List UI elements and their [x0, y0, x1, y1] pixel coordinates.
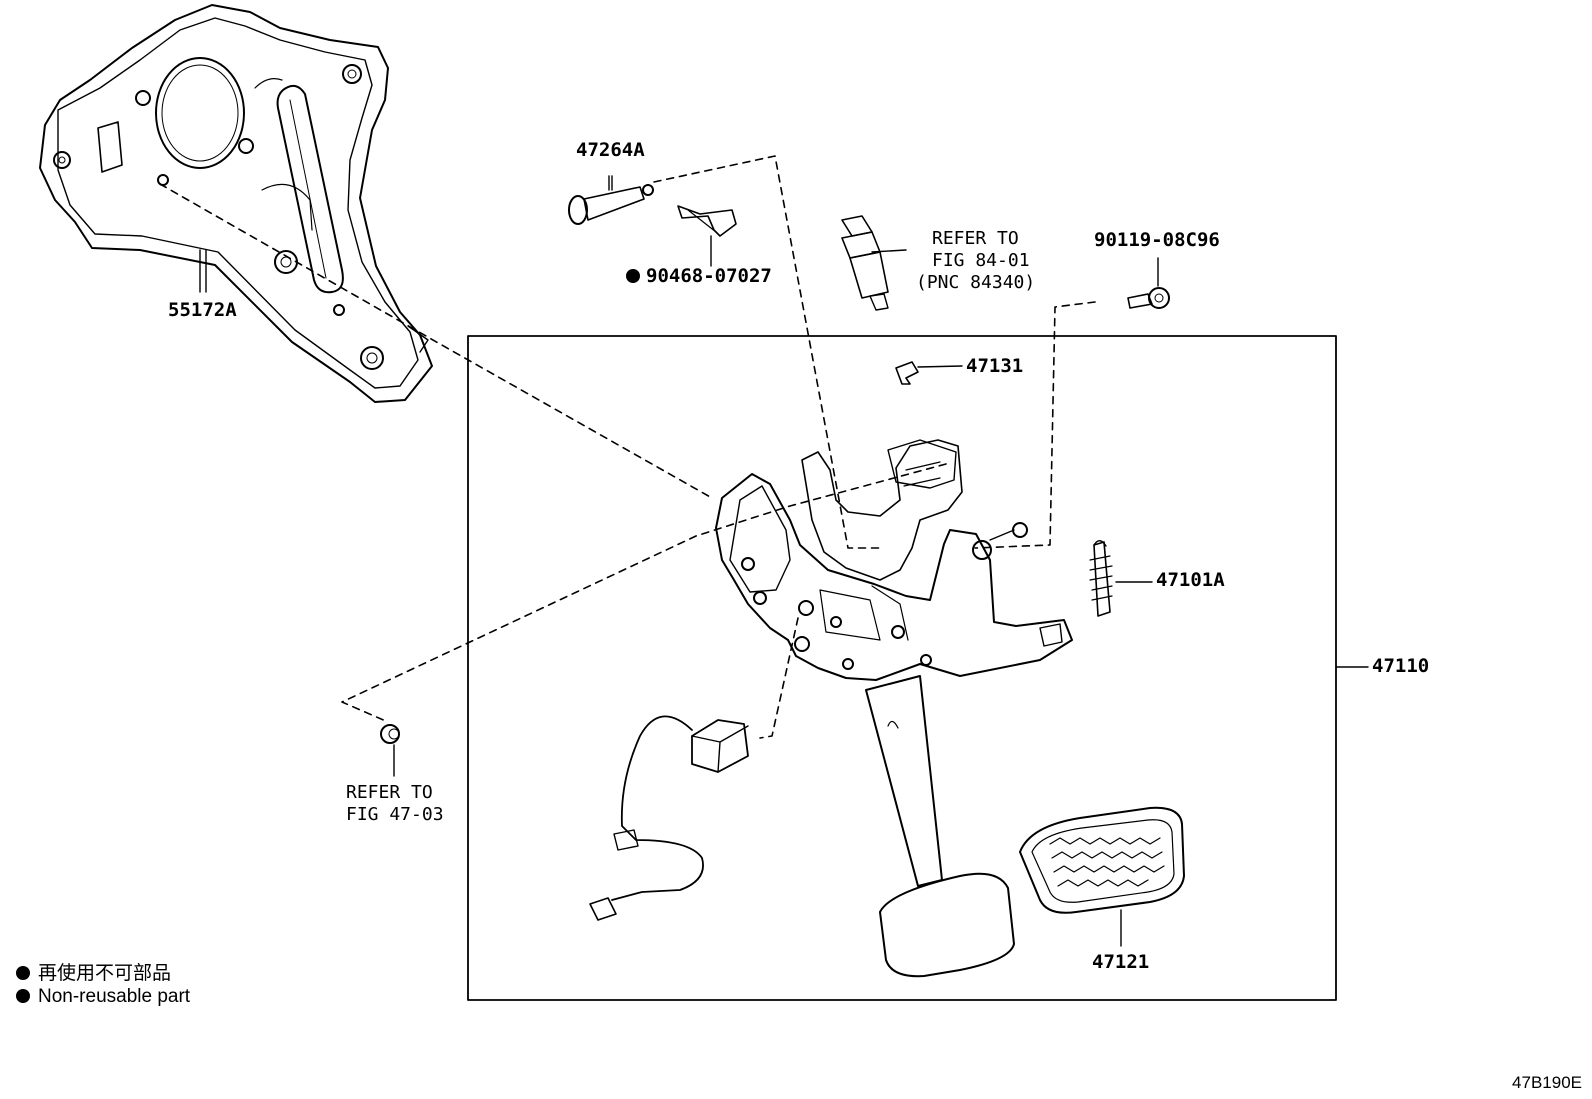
- legend-english: Non-reusable part: [16, 986, 190, 1008]
- legend-dot-icon: [16, 966, 30, 980]
- label-90119-08C96: 90119-08C96: [1094, 229, 1220, 251]
- label-47131: 47131: [966, 355, 1024, 377]
- legend-jp-text: 再使用不可部品: [38, 963, 172, 984]
- nut-fig47-drawing: [380, 724, 400, 777]
- refer-fig-47-03: REFER TO FIG 47-03: [346, 782, 444, 826]
- label-47101A: 47101A: [1156, 569, 1225, 591]
- label-47110: 47110: [1372, 655, 1430, 677]
- bracket-slot: [276, 84, 344, 294]
- refer-47-line2: FIG 47-03: [346, 804, 444, 825]
- pedal-pad-shape: [879, 872, 1015, 978]
- refer-fig-84-01: REFER TO FIG 84-01 (PNC 84340): [916, 228, 1035, 294]
- label-90468-07027: 90468-07027: [646, 265, 772, 287]
- bracket-55172A-drawing: [39, 4, 433, 403]
- label-55172A: 55172A: [168, 299, 237, 321]
- figure-code: 47B190E: [1512, 1073, 1582, 1092]
- spring-47101A-drawing: [1089, 540, 1153, 617]
- stopper-47131-drawing: [895, 361, 963, 385]
- bolt-90119-drawing: [1127, 257, 1170, 309]
- non-reusable-mark-90468: [626, 269, 640, 283]
- bracket-large-hole: [155, 57, 245, 169]
- refer-47-line1: REFER TO: [346, 782, 433, 803]
- legend-en-text: Non-reusable part: [38, 986, 191, 1007]
- legend-japanese: 再使用不可部品: [16, 958, 171, 985]
- label-47121: 47121: [1092, 951, 1150, 973]
- assembly-dashed-lines: [159, 155, 1096, 739]
- pin-47264A-drawing: [568, 175, 654, 225]
- refer-84-line1: REFER TO: [932, 228, 1019, 249]
- refer-84-line2: FIG 84-01: [932, 250, 1030, 271]
- stop-lamp-switch-drawing: [841, 215, 907, 311]
- sensor-harness-drawing: [589, 715, 749, 921]
- refer-84-line3: (PNC 84340): [916, 272, 1036, 293]
- legend-dot-icon: [16, 989, 30, 1003]
- clip-90468-drawing: [677, 205, 737, 267]
- brake-pedal-assembly-drawing: [715, 439, 1073, 978]
- label-47264A: 47264A: [576, 139, 645, 161]
- pad-47121-drawing: [1019, 806, 1185, 947]
- assembly-box-47110: [467, 335, 1337, 1001]
